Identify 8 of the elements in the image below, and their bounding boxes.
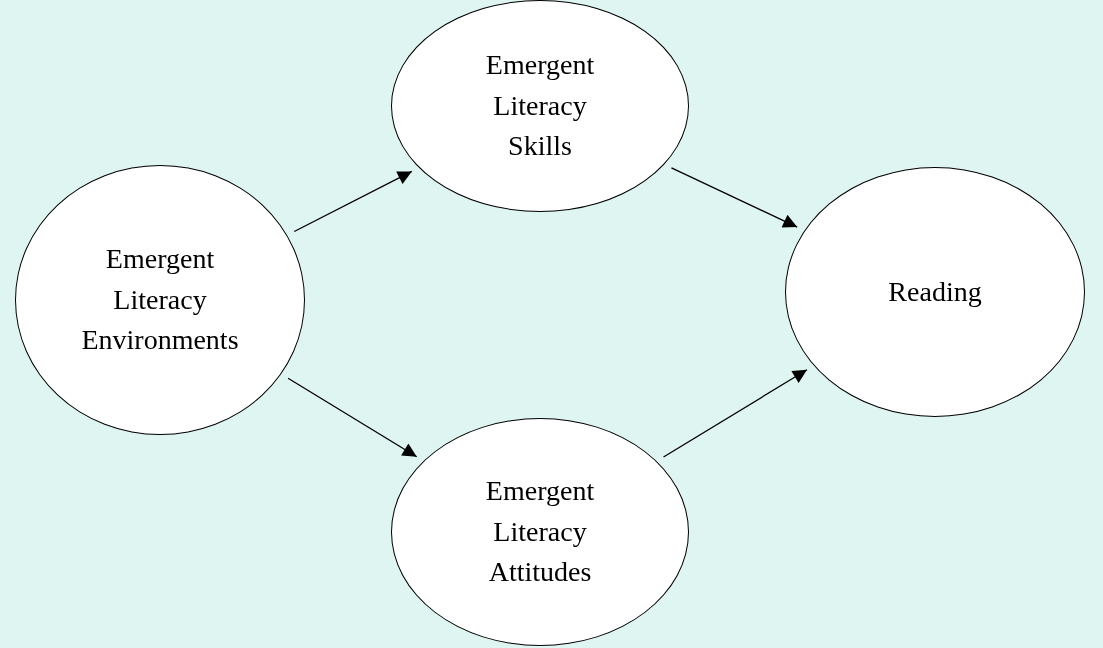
arrow: [293, 170, 413, 233]
node-label: Emergent Literacy Attitudes: [484, 474, 596, 590]
node-label: Emergent Literacy Environments: [80, 242, 240, 358]
node-label: Reading: [887, 274, 983, 309]
arrow: [287, 377, 418, 458]
arrow: [670, 167, 798, 228]
arrow: [662, 369, 808, 458]
node-label: Emergent Literacy Skills: [484, 48, 596, 164]
